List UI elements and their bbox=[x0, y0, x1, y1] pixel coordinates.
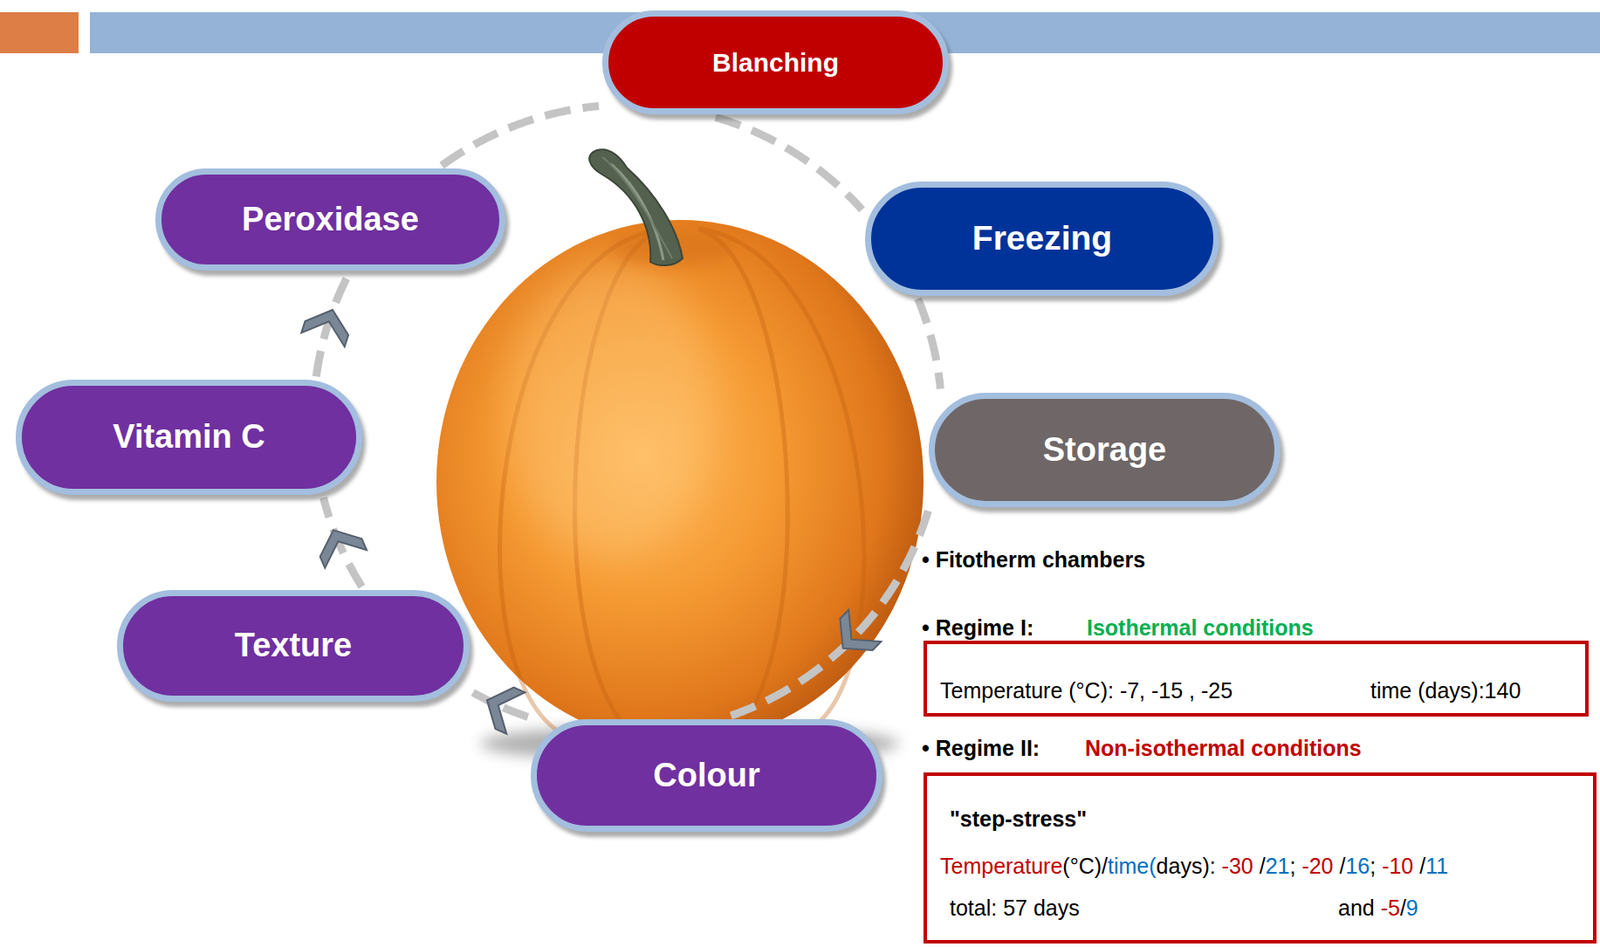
process-pill: Colour bbox=[530, 719, 883, 832]
node-label: Freezing bbox=[972, 218, 1113, 260]
pumpkin-highlight bbox=[506, 261, 716, 559]
cycle-connector bbox=[918, 298, 941, 389]
cycle-connector bbox=[301, 274, 354, 378]
annotation-text: • Regime I: bbox=[921, 614, 1034, 641]
text-run: 11 bbox=[1425, 853, 1449, 879]
dashed-arc bbox=[918, 298, 941, 389]
node-label: "step-stress" bbox=[949, 805, 1087, 832]
text-run: -30 bbox=[1222, 853, 1254, 879]
text-run: time( bbox=[1107, 853, 1157, 879]
annotation-text: Non-isothermal conditions bbox=[1084, 734, 1362, 762]
text-run: ; bbox=[1369, 853, 1382, 879]
text-run: and bbox=[1338, 895, 1381, 921]
text-run: / bbox=[1253, 853, 1266, 879]
text-run: -5 bbox=[1380, 895, 1401, 921]
condition-box: "step-stress" Temperature(°C)/time(days):… bbox=[923, 772, 1597, 944]
pumpkin-stem bbox=[589, 149, 683, 266]
text-run: / bbox=[1413, 853, 1426, 879]
node-label: total: 57 days bbox=[949, 894, 1080, 921]
process-pill: Texture bbox=[116, 590, 470, 702]
text-run: days): bbox=[1156, 853, 1223, 879]
cycle-connector bbox=[312, 497, 367, 587]
node-label: Temperature(°C)/time(days): -30 /21; -20… bbox=[940, 852, 1449, 879]
text-run: / bbox=[1333, 853, 1346, 879]
stem-streak bbox=[611, 164, 664, 261]
cycle-connector bbox=[441, 106, 599, 166]
process-pill: Storage bbox=[928, 392, 1281, 508]
condition-box: Temperature (°C): -7, -15 , -25 time (day… bbox=[923, 640, 1589, 717]
cycle-connector bbox=[473, 679, 529, 735]
pumpkin-rib bbox=[698, 228, 788, 741]
cycle-connector bbox=[728, 510, 929, 717]
node-label: time (days):140 bbox=[1370, 677, 1521, 704]
header-accent bbox=[0, 12, 79, 54]
arrow-chevron bbox=[312, 521, 367, 569]
text-run: ; bbox=[1289, 853, 1302, 879]
text-run: -20 bbox=[1301, 853, 1333, 879]
text-run: 9 bbox=[1406, 895, 1419, 921]
node-label: Colour bbox=[652, 755, 760, 797]
node-label: Peroxidase bbox=[241, 199, 419, 241]
node-label: Texture bbox=[234, 625, 352, 667]
node-label: Vitamin C bbox=[112, 417, 266, 458]
text-run: / bbox=[1400, 895, 1407, 921]
cycle-connector bbox=[715, 116, 863, 210]
process-pill: Vitamin C bbox=[15, 379, 363, 495]
annotation-text: • Fitotherm chambers bbox=[921, 546, 1146, 573]
pumpkin-ribs bbox=[500, 228, 866, 741]
dashed-arc bbox=[715, 116, 863, 210]
arrow-chevron bbox=[826, 610, 881, 665]
pumpkin-body bbox=[436, 219, 924, 744]
arrow-chevron bbox=[301, 302, 354, 347]
node-label: Temperature (°C): -7, -15 , -25 bbox=[940, 677, 1233, 704]
arrow-chevron bbox=[477, 679, 525, 735]
annotation-text: Isothermal conditions bbox=[1086, 614, 1314, 641]
node-label: and -5/9 bbox=[1338, 894, 1419, 921]
annotation-text: • Regime II: bbox=[921, 734, 1040, 762]
process-pill: Freezing bbox=[865, 181, 1220, 296]
text-run: -10 bbox=[1381, 853, 1414, 879]
process-pill: Peroxidase bbox=[155, 168, 506, 271]
text-run: 16 bbox=[1345, 853, 1370, 879]
stem-streak bbox=[602, 157, 673, 259]
process-pill: Blanching bbox=[602, 10, 949, 115]
dashed-arc bbox=[728, 510, 929, 717]
text-run: Temperature bbox=[940, 853, 1063, 879]
dashed-arc bbox=[441, 106, 599, 166]
text-run: 21 bbox=[1265, 853, 1291, 879]
node-label: Blanching bbox=[712, 47, 839, 79]
text-run: (°C)/ bbox=[1062, 853, 1108, 879]
node-label: Storage bbox=[1043, 430, 1167, 471]
